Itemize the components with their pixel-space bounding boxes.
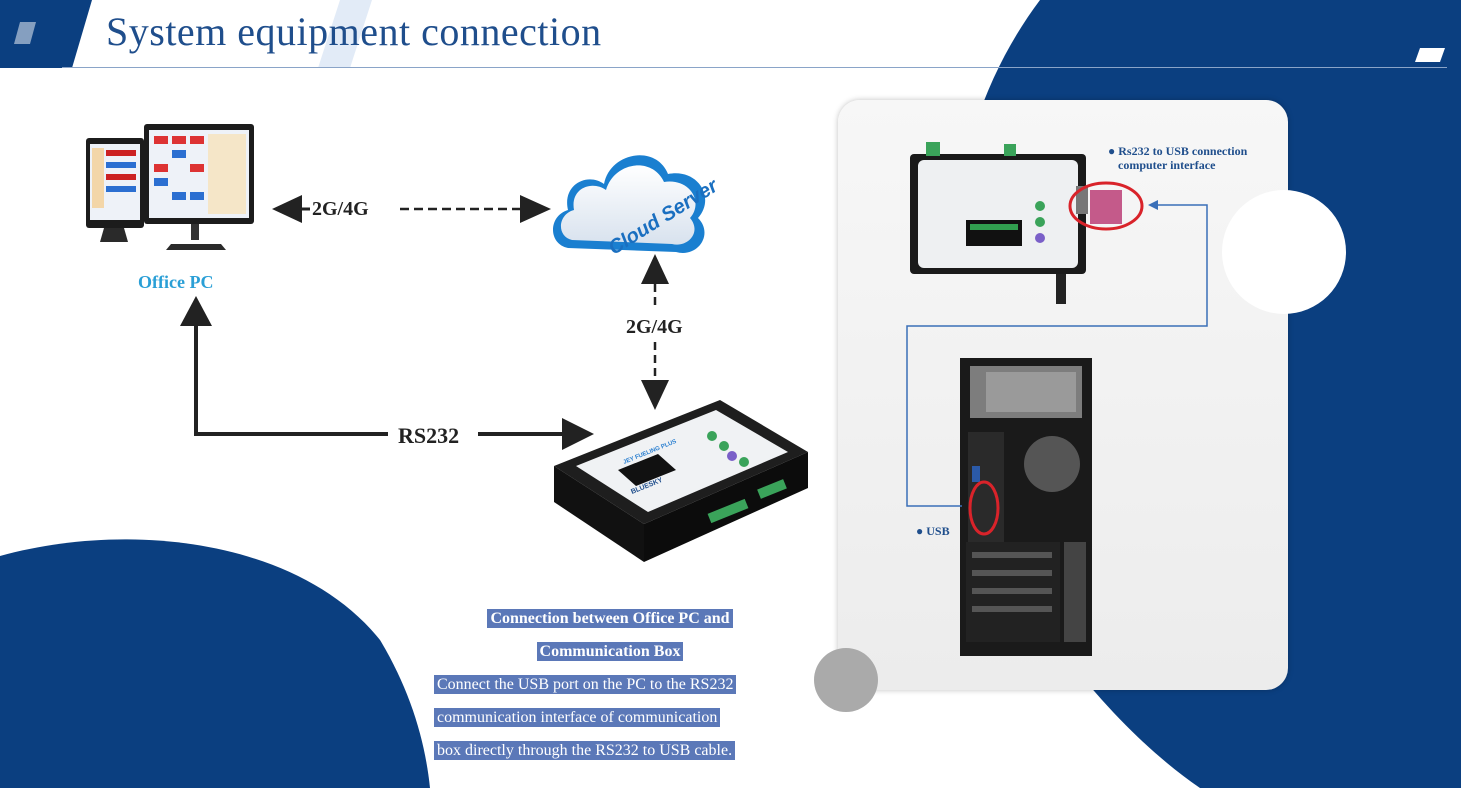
corner-stripe-light xyxy=(14,22,36,44)
office-pc-icon xyxy=(86,124,254,250)
title-divider xyxy=(62,67,1447,68)
communication-box-icon: BLUESKY JEY FUELING PLUS xyxy=(554,400,808,562)
note-usb-label: USB xyxy=(926,524,950,538)
caption-block: Connection between Office PC and Communi… xyxy=(434,602,786,767)
caption-body-line2: communication interface of communication xyxy=(434,708,721,727)
link-label-cloud-box: 2G/4G xyxy=(626,316,683,338)
link-label-rs232: RS232 xyxy=(398,423,460,448)
right-stripe-mark xyxy=(1415,48,1445,62)
caption-body-line3: box directly through the RS232 to USB ca… xyxy=(434,741,736,760)
bottom-left-navy-shape xyxy=(0,539,430,788)
note-rs232-line2: computer interface xyxy=(1118,158,1216,172)
office-pc-label: Office PC xyxy=(138,272,214,292)
note-rs232-usb: ● Rs232 to USB connection computer inter… xyxy=(1108,144,1248,172)
usb-cable-line xyxy=(906,200,1208,507)
rs232-port-highlight xyxy=(1068,181,1144,231)
note-usb: ● USB xyxy=(916,524,950,538)
link-label-pc-cloud: 2G/4G xyxy=(312,198,369,220)
caption-heading-line2: Communication Box xyxy=(536,642,684,661)
caption-heading-line1: Connection between Office PC and xyxy=(487,609,733,628)
corner-stripe xyxy=(0,0,92,68)
page-title: System equipment connection xyxy=(106,9,602,54)
caption-body-line1: Connect the USB port on the PC to the RS… xyxy=(434,675,737,694)
pc-tower-photo xyxy=(960,358,1092,656)
cloud-server-icon: Cloud Server xyxy=(553,155,716,260)
note-rs232-line1: Rs232 to USB connection xyxy=(1118,144,1248,158)
device-photo xyxy=(910,142,1088,304)
white-circle-decoration xyxy=(1222,190,1346,314)
title-accent-stripe xyxy=(318,0,372,68)
grey-circle-decoration xyxy=(814,648,878,712)
